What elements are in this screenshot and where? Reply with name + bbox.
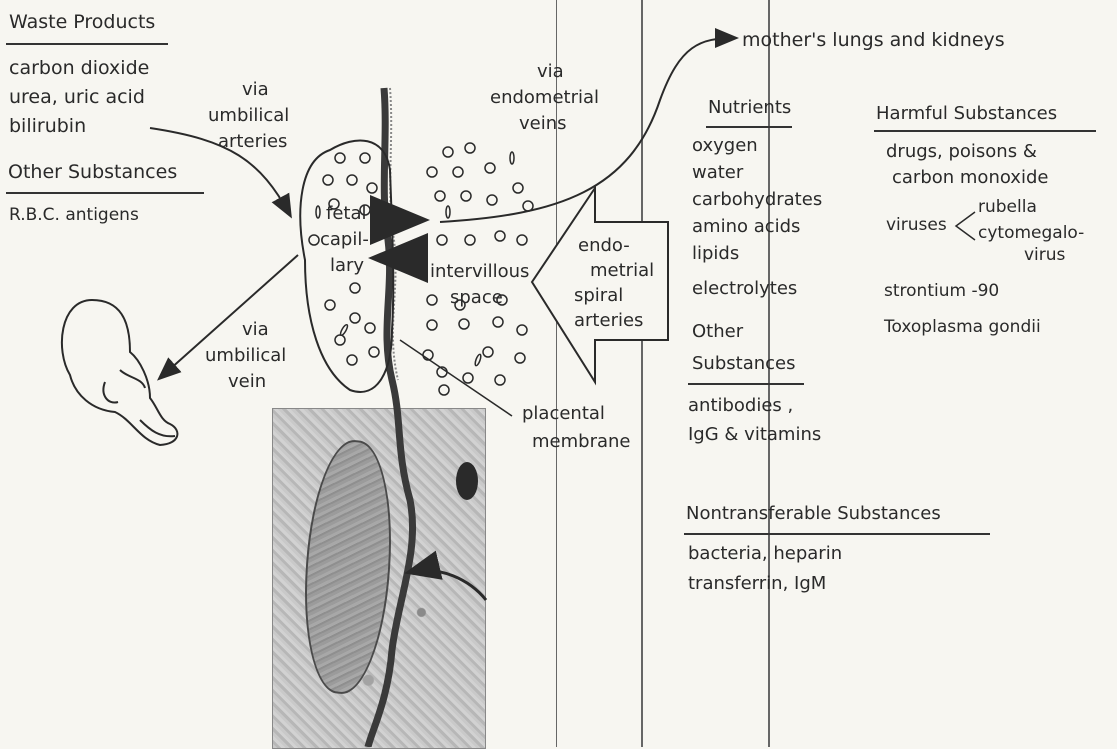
harmful-toxoplasma: Toxoplasma gondii [884, 318, 1041, 338]
other-substances-heading-left: Other Substances [8, 162, 177, 184]
nutrient-item: water [692, 163, 743, 184]
label-fetal: fetal [326, 204, 367, 225]
nontransferable-item: bacteria, heparin [688, 544, 842, 565]
label-capil: capil- [320, 230, 369, 251]
label-metrial: metrial [590, 261, 654, 282]
waste-item: bilirubin [9, 116, 86, 138]
micrograph-arrow [410, 570, 486, 600]
label-placental: placental [522, 404, 605, 425]
waste-item: carbon dioxide [9, 58, 149, 80]
label-umbilical: umbilical [208, 106, 289, 127]
mothers-lungs-label: mother's lungs and kidneys [742, 30, 1005, 52]
virus-item-cytomegalo: cytomegalo- [978, 224, 1084, 244]
label-intervillous: intervillous [430, 262, 529, 283]
viruses-label: viruses [886, 216, 947, 236]
label-endo: endo- [578, 236, 630, 257]
label-veins: veins [519, 114, 567, 135]
label-arteries-2: arteries [574, 311, 643, 332]
nutrient-item: amino acids [692, 217, 800, 238]
nutrients-heading: Nutrients [708, 98, 791, 119]
other-substances-rule-left [6, 192, 204, 194]
other-heading-line1: Other [692, 322, 743, 343]
other-heading-line2: Substances [692, 354, 795, 375]
label-arteries: arteries [218, 132, 287, 153]
other-item: antibodies , [688, 396, 793, 417]
waste-products-heading: Waste Products [9, 12, 155, 34]
fetus-illustration [62, 300, 178, 445]
label-lary: lary [330, 256, 364, 277]
label-endometrial: endometrial [490, 88, 599, 109]
nutrient-item: oxygen [692, 136, 758, 157]
nontransferable-heading: Nontransferable Substances [686, 504, 941, 525]
label-vein: vein [228, 372, 266, 393]
other-substances-rule [688, 383, 804, 385]
label-space: space [450, 288, 503, 309]
nutrient-item: electrolytes [692, 279, 797, 300]
waste-products-rule [6, 43, 168, 45]
harmful-heading: Harmful Substances [876, 104, 1057, 125]
nutrient-item: carbohydrates [692, 190, 822, 211]
other-item: IgG & vitamins [688, 425, 821, 446]
harmful-strontium: strontium -90 [884, 282, 999, 302]
arrow-to-mothers-lungs [440, 38, 735, 222]
label-via-3: via [242, 320, 269, 341]
nontransferable-rule [684, 533, 990, 535]
harmful-item: drugs, poisons & [886, 142, 1037, 163]
label-membrane: membrane [532, 432, 630, 453]
nutrient-item: lipids [692, 244, 739, 265]
nontransferable-item: transferrin, IgM [688, 574, 826, 595]
nutrients-rule [706, 126, 792, 128]
label-umbilical-2: umbilical [205, 346, 286, 367]
waste-item: urea, uric acid [9, 87, 145, 109]
virus-item-virus: virus [1024, 246, 1065, 266]
label-via: via [242, 80, 269, 101]
rbc-antigens-item: R.B.C. antigens [9, 206, 139, 226]
label-spiral: spiral [574, 286, 623, 307]
harmful-rule [874, 130, 1096, 132]
harmful-item: carbon monoxide [892, 168, 1048, 189]
virus-item-rubella: rubella [978, 198, 1037, 218]
label-via-2: via [537, 62, 564, 83]
